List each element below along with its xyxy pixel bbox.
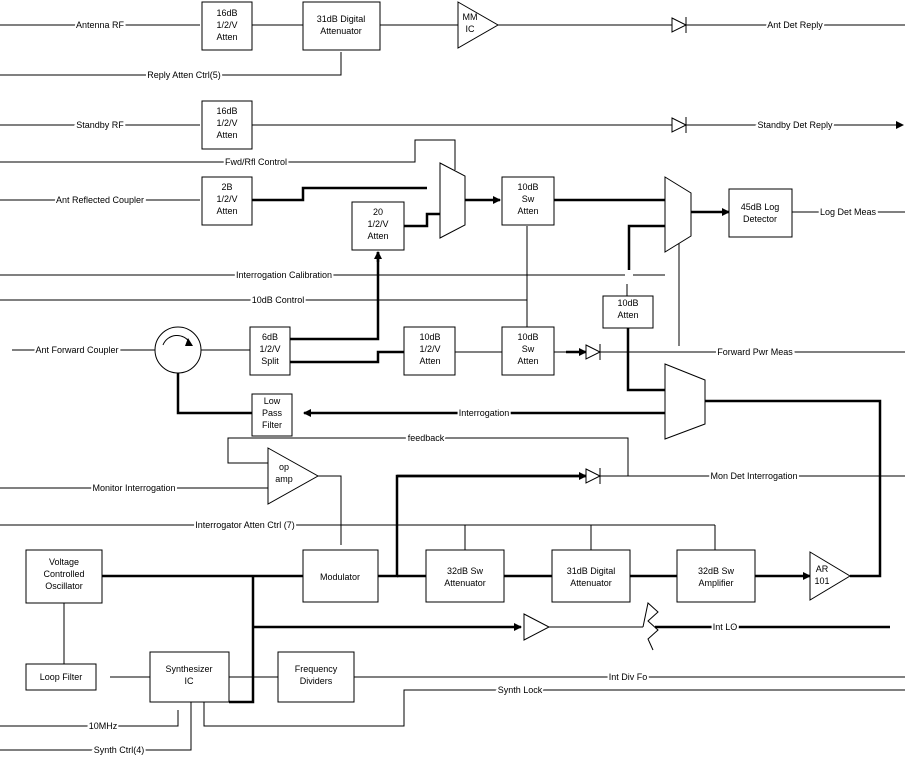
label-standby-det-reply: Standby Det Reply: [757, 120, 833, 130]
label-antenna-rf: Antenna RF: [76, 20, 125, 30]
label-synth-lock: Synth Lock: [498, 685, 543, 695]
block-buffer-amp: [523, 613, 551, 641]
svg-text:Modulator: Modulator: [320, 572, 360, 582]
label-int-lo: Int LO: [713, 622, 738, 632]
label-ant-forward-coupler: Ant Forward Coupler: [35, 345, 118, 355]
block-switch-fwd-rfl: [439, 162, 466, 239]
diodes: [585, 17, 688, 484]
block-modulator: Modulator: [302, 549, 379, 603]
label-interrogator-atten-ctrl: Interrogator Atten Ctrl (7): [195, 520, 295, 530]
label-interrogation-calibration: Interrogation Calibration: [236, 270, 332, 280]
label-feedback: feedback: [408, 433, 445, 443]
label-synth-ctrl: Synth Ctrl(4): [94, 745, 145, 755]
block-loop-filter: Loop Filter: [25, 663, 97, 691]
label-standby-rf: Standby RF: [76, 120, 124, 130]
label-interrogation: Interrogation: [459, 408, 510, 418]
signal-labels: Antenna RF Ant Det Reply Reply Atten Ctr…: [33, 18, 878, 757]
label-ant-det-reply: Ant Det Reply: [767, 20, 823, 30]
diode-standby: [671, 117, 688, 133]
label-mon-det-interrogation: Mon Det Interrogation: [710, 471, 797, 481]
label-monitor-interrogation: Monitor Interrogation: [92, 483, 175, 493]
label-ant-reflected-coupler: Ant Reflected Coupler: [56, 195, 144, 205]
thin-wires: [0, 24, 905, 751]
block-switch-meas: [664, 176, 692, 253]
label-10mhz: 10MHz: [89, 721, 118, 731]
label-10db-control: 10dB Control: [252, 295, 305, 305]
circulator: [154, 326, 202, 374]
label-reply-atten-ctrl: Reply Atten Ctrl(5): [147, 70, 221, 80]
diode-antenna: [671, 17, 688, 33]
diode-forward: [585, 344, 602, 360]
diode-monitor: [585, 468, 602, 484]
block-switch-interrogation: [664, 363, 706, 440]
label-log-det-meas: Log Det Meas: [820, 207, 877, 217]
label-int-div-fo: Int Div Fo: [609, 672, 648, 682]
label-fwd-rfl-control: Fwd/Rfl Control: [225, 157, 287, 167]
thick-wires: [102, 186, 890, 704]
svg-text:Loop Filter: Loop Filter: [40, 672, 83, 682]
label-forward-pwr-meas: Forward Pwr Meas: [717, 347, 793, 357]
